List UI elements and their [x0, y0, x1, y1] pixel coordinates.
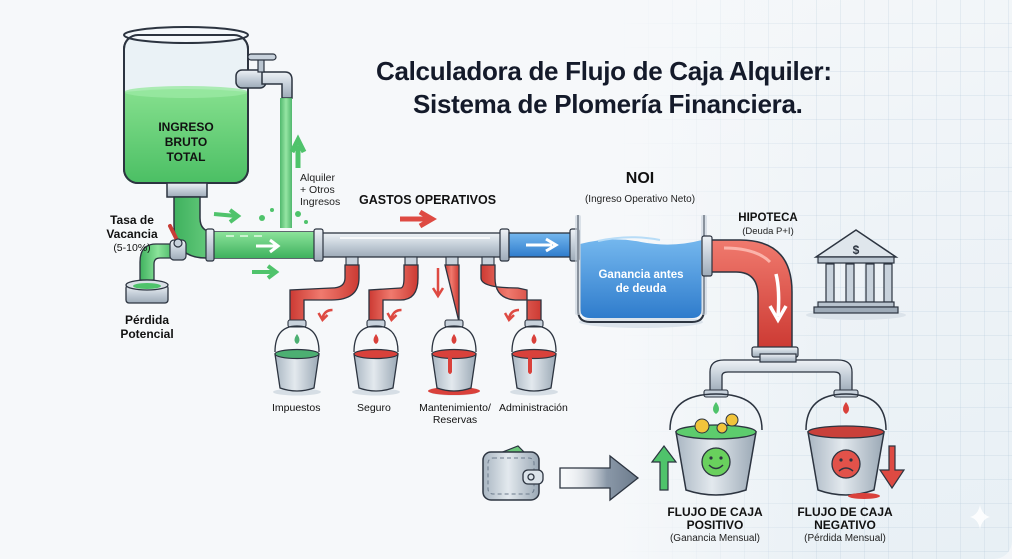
noi-tank-label-1: Ganancia antes — [598, 269, 684, 281]
arrow-down-icon — [431, 268, 445, 299]
income-source-3: Ingresos — [300, 196, 341, 208]
splash-drops — [259, 208, 308, 224]
sparkle-icon — [970, 505, 990, 529]
positive-note: (Ganancia Mensual) — [669, 533, 761, 544]
vacancy-rate-label: Tasa de Vacancia (5-10%) — [98, 213, 166, 255]
bank-icon: $ — [806, 229, 906, 320]
mortgage-subtitle: (Deuda P+I) — [742, 226, 794, 237]
maintenance-label-2: Reservas — [432, 414, 478, 426]
flow-arrow-icon — [386, 308, 402, 323]
positive-cashflow-label: FLUJO DE CAJA POSITIVO (Ganancia Mensual… — [660, 506, 770, 545]
income-sources-label: Alquiler + Otros Ingresos — [300, 172, 340, 208]
bucket-label-insurance: Seguro — [357, 402, 391, 414]
vacancy-label-2: Vacancia — [106, 227, 158, 241]
arrow-right-icon — [213, 208, 242, 224]
income-source-1: Alquiler — [300, 172, 336, 184]
arrow-right-icon — [252, 264, 280, 280]
negative-note: (Pérdida Mensual) — [804, 533, 886, 544]
expense-bucket-3 — [480, 256, 558, 396]
arrow-up-icon — [289, 134, 307, 168]
expense-bucket-2 — [428, 256, 480, 396]
noi-title: NOI — [625, 170, 655, 187]
expense-bucket-0 — [273, 256, 360, 396]
potential-loss-1: Pérdida — [124, 313, 169, 327]
arrow-up-icon — [650, 445, 678, 491]
bucket-label-maintenance: Mantenimiento/ Reservas — [413, 402, 497, 426]
noi-subtitle: (Ingreso Operativo Neto) — [584, 194, 696, 205]
bucket-label-taxes: Impuestos — [272, 402, 321, 414]
operating-expenses-header: GASTOS OPERATIVOS — [359, 193, 497, 207]
maintenance-label-1: Mantenimiento/ — [419, 402, 491, 414]
negative-cashflow-label: FLUJO DE CAJA NEGATIVO (Pérdida Mensual) — [790, 506, 900, 545]
arrow-right-icon — [400, 209, 437, 229]
noi-tank-label-2: de deuda — [615, 283, 667, 295]
wallet-icon — [482, 445, 544, 501]
positive-label-1: FLUJO DE CAJA — [667, 505, 763, 519]
negative-cashflow-bucket — [805, 393, 887, 499]
positive-cashflow-bucket — [669, 393, 763, 496]
gross-income-label-2: BRUTO — [164, 135, 208, 149]
gross-income-tank — [123, 26, 249, 198]
vacancy-label-1: Tasa de — [110, 213, 154, 227]
noi-tank-label: Ganancia antes de deuda — [590, 268, 692, 296]
smiley-face-icon — [701, 447, 731, 477]
potential-loss-2: Potencial — [120, 327, 174, 341]
income-source-2: + Otros — [300, 184, 335, 196]
arrow-right-icon — [559, 454, 640, 502]
gross-income-label-3: TOTAL — [166, 150, 206, 164]
noi-tank — [575, 215, 707, 328]
vacancy-valve — [139, 224, 187, 281]
page-title-line1: Calculadora de Flujo de Caja Alquiler: — [376, 56, 832, 86]
page-title-line2: Sistema de Plomería Financiera. — [413, 89, 803, 119]
negative-label-2: NEGATIVO — [814, 518, 876, 532]
arrow-down-icon — [878, 445, 906, 490]
positive-label-2: POSITIVO — [686, 518, 744, 532]
mortgage-pipe — [701, 235, 799, 358]
mortgage-title: HIPOTECA — [738, 212, 798, 224]
expense-bucket-1 — [352, 256, 419, 396]
flow-arrow-icon — [317, 308, 333, 323]
negative-label-1: FLUJO DE CAJA — [797, 505, 893, 519]
flow-arrow-icon — [503, 308, 520, 323]
faucet-icon — [235, 53, 293, 99]
potential-loss-bucket — [125, 279, 169, 304]
gross-income-label: INGRESO BRUTO TOTAL — [154, 120, 218, 165]
vacancy-range: (5-10%) — [113, 242, 151, 254]
income-pipe — [173, 196, 319, 262]
potential-loss-label: Pérdida Potencial — [112, 313, 182, 341]
income-stream — [280, 98, 292, 228]
svg-text:$: $ — [853, 243, 860, 257]
gross-income-label-1: INGRESO — [158, 120, 214, 134]
bucket-label-management: Administración — [499, 402, 568, 414]
